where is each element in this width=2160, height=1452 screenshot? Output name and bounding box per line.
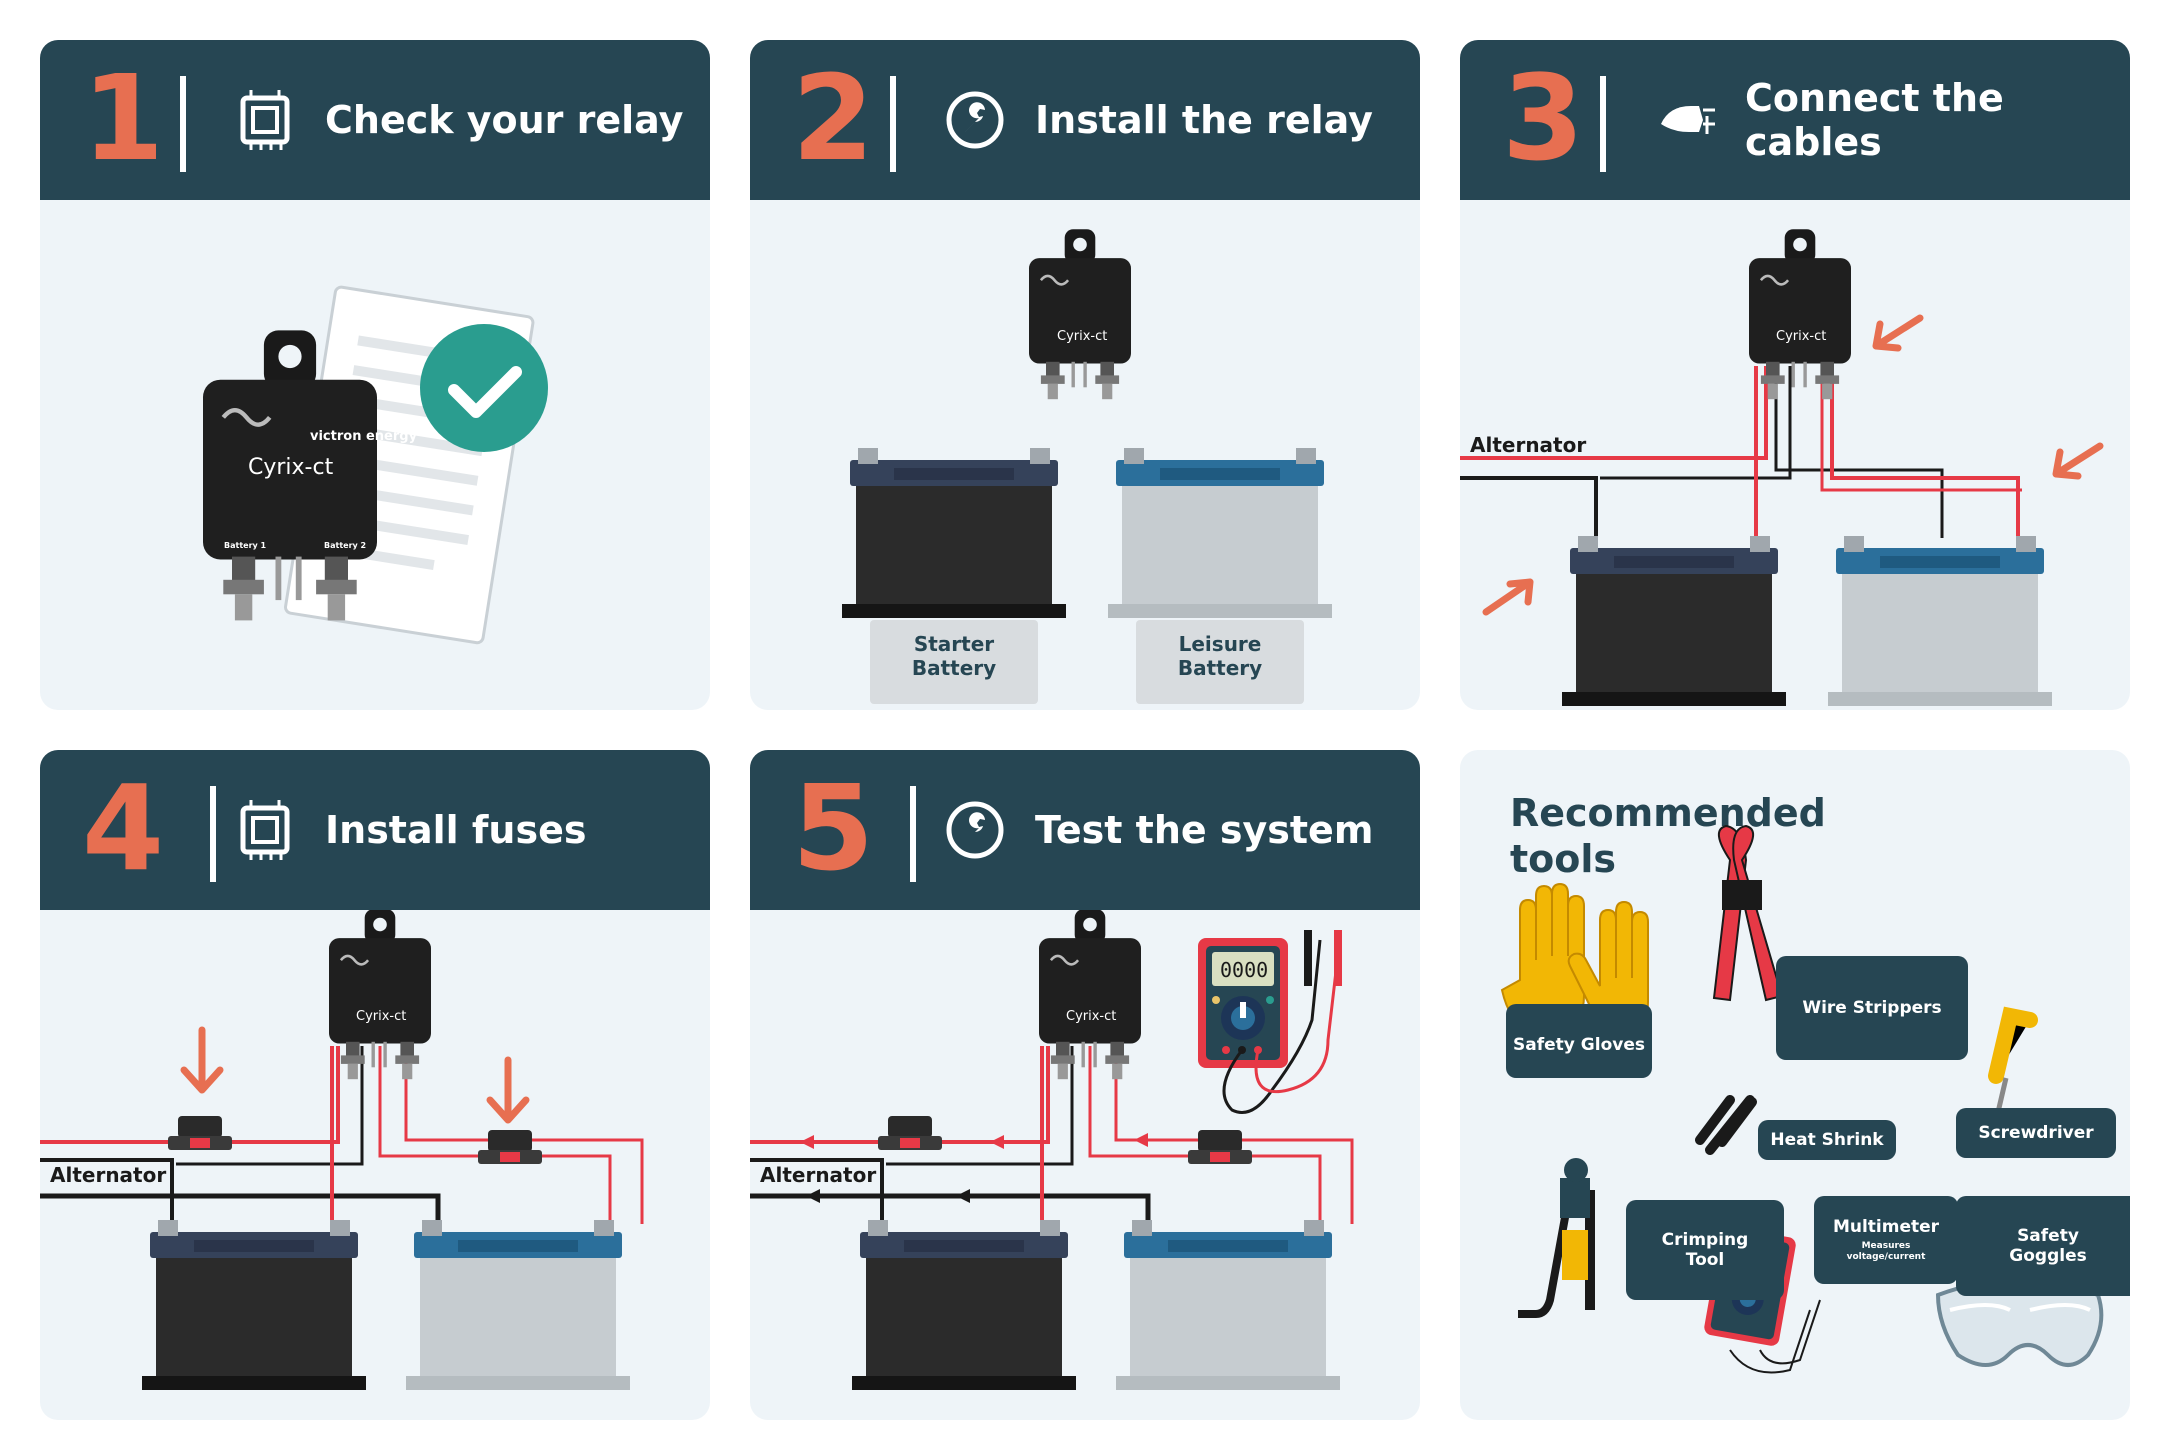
starter-battery-label: Starter Battery (911, 632, 997, 680)
step-card-5: 5 Test the system Cyrix-ct Alternator 00… (750, 750, 1420, 1420)
step-header: 5 Test the system (750, 750, 1420, 910)
tool-name: Multimeter (1832, 1217, 1940, 1237)
divider (210, 786, 216, 882)
leisure-battery-label: Leisure Battery (1177, 632, 1263, 680)
relay-model: Cyrix-ct (356, 1009, 406, 1024)
wrench-icon (945, 90, 1005, 150)
step-header: 1 Check your relay (40, 40, 710, 200)
step-number: 2 (792, 49, 875, 187)
step-title: Install the relay (1035, 98, 1373, 142)
alternator-label: Alternator (1470, 433, 1586, 457)
step-title: Test the system (1035, 808, 1374, 852)
step-card-3: 3 Connect the cables Cyrix-ct Alternator (1460, 40, 2130, 710)
connect-cables-illustration: Cyrix-ct Alternator (1460, 227, 2104, 706)
tool-tag-multimeter: Multimeter Measures voltage/current (1814, 1196, 1958, 1284)
wrench-icon (945, 800, 1005, 860)
recommended-tools-card: Recommended tools (1460, 750, 2130, 1420)
divider (1600, 76, 1606, 172)
relay-terminal-2: Battery 2 (324, 541, 366, 550)
tool-tag-crimping-tool: Crimping Tool (1626, 1200, 1784, 1300)
relay-model: Cyrix-ct (1057, 329, 1107, 344)
step-header: 3 Connect the cables (1460, 40, 2130, 200)
alternator-label: Alternator (50, 1163, 166, 1187)
alternator-label: Alternator (760, 1163, 876, 1187)
tools-illustrations (1500, 824, 2104, 1374)
step-number: 4 (82, 759, 165, 897)
tools-title: Recommended tools (1510, 791, 1826, 881)
tool-tag-safety-gloves: Safety Gloves (1506, 1004, 1652, 1078)
multimeter-illustration: 0000 (1198, 930, 1342, 1114)
chip-icon (235, 90, 295, 150)
step-header: 4 Install fuses (40, 750, 710, 910)
fuse-2 (478, 1130, 542, 1164)
relay-checklist-illustration: victron energy Cyrix-ct Battery 1 Batter… (40, 285, 548, 645)
chip-icon (235, 800, 295, 860)
step-number: 1 (82, 49, 165, 187)
step-number: 3 (1502, 49, 1585, 187)
relay-model: Cyrix-ct (248, 455, 334, 480)
safety-gloves-icon (1500, 882, 1649, 1037)
fuse-1 (168, 1116, 232, 1150)
step-card-2: 2 Install the relay Cyrix-ct Starter Bat… (750, 40, 1420, 710)
step-header: 2 Install the relay (750, 40, 1420, 200)
tool-tag-wire-strippers: Wire Strippers (1776, 956, 1968, 1060)
relay-model: Cyrix-ct (1066, 1009, 1116, 1024)
step-title: Check your relay (325, 98, 684, 142)
wire-strippers-icon (1712, 824, 1784, 1002)
heat-shrink-icon (1695, 1095, 1757, 1155)
relay-terminal-1: Battery 1 (224, 541, 267, 550)
test-system-illustration: Cyrix-ct Alternator 0000 (750, 910, 1354, 1390)
tool-tag-heat-shrink: Heat Shrink (1758, 1120, 1896, 1160)
step-title: Connect the cables (1745, 76, 2004, 164)
divider (180, 76, 186, 172)
install-fuses-illustration: Cyrix-ct Alternator (40, 910, 644, 1390)
step-number: 5 (792, 759, 875, 897)
plug-icon (1659, 104, 1715, 136)
step-card-4: 4 Install fuses Cyrix-ct Alternator (40, 750, 710, 1420)
check-badge (420, 324, 548, 452)
crimping-tool-icon (1518, 1158, 1595, 1318)
step-card-1: 1 Check your relay victron energy Cyrix-… (40, 40, 710, 710)
step-title: Install fuses (325, 808, 587, 852)
relay-brand: victron energy (310, 429, 418, 444)
relay-model: Cyrix-ct (1776, 329, 1826, 344)
install-relay-illustration: Cyrix-ct Starter Battery Leisure Battery (842, 227, 1332, 704)
fuse-1 (878, 1116, 942, 1150)
divider (910, 786, 916, 882)
divider (890, 76, 896, 172)
multimeter-display: 0000 (1220, 958, 1268, 982)
fuse-2 (1188, 1130, 1252, 1164)
tool-tag-safety-goggles: Safety Goggles (1956, 1196, 2130, 1296)
tool-tag-screwdriver: Screwdriver (1956, 1108, 2116, 1158)
tool-note: Measures voltage/current (1846, 1241, 1926, 1262)
